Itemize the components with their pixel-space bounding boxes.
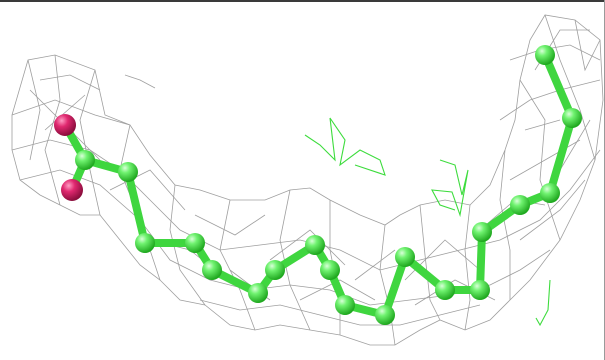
carbon-atom[interactable] bbox=[135, 233, 155, 253]
mesh-stray bbox=[124, 74, 156, 89]
bond bbox=[541, 51, 576, 122]
mesh-outline bbox=[11, 14, 604, 346]
carbon-atom[interactable] bbox=[510, 195, 530, 215]
carbon-atom[interactable] bbox=[320, 260, 340, 280]
bond-layer bbox=[61, 51, 576, 319]
atom-layer bbox=[54, 45, 582, 325]
carbon-atom[interactable] bbox=[470, 280, 490, 300]
carbon-atom[interactable] bbox=[562, 108, 582, 128]
carbon-atom[interactable] bbox=[375, 305, 395, 325]
carbon-atom[interactable] bbox=[395, 247, 415, 267]
density-mesh bbox=[11, 14, 604, 346]
carbon-atom[interactable] bbox=[75, 150, 95, 170]
mesh-grid-b bbox=[11, 44, 601, 326]
stray-fragment-2 bbox=[431, 159, 469, 218]
stray-fragment-3 bbox=[535, 279, 551, 327]
top-border bbox=[0, 0, 605, 2]
bond bbox=[124, 168, 149, 247]
carbon-atom[interactable] bbox=[202, 260, 222, 280]
carbon-atom[interactable] bbox=[185, 233, 205, 253]
carbon-atom[interactable] bbox=[535, 45, 555, 65]
bond bbox=[546, 114, 576, 197]
stray-fragment-1 bbox=[304, 117, 386, 176]
carbon-atom[interactable] bbox=[305, 235, 325, 255]
oxygen-atom[interactable] bbox=[54, 114, 76, 136]
carbon-atom[interactable] bbox=[335, 295, 355, 315]
carbon-atom[interactable] bbox=[435, 280, 455, 300]
oxygen-atom[interactable] bbox=[61, 179, 83, 201]
carbon-atom[interactable] bbox=[118, 162, 138, 182]
stray-density bbox=[304, 117, 551, 327]
carbon-atom[interactable] bbox=[540, 183, 560, 203]
bond bbox=[381, 253, 409, 319]
carbon-atom[interactable] bbox=[265, 260, 285, 280]
carbon-atom[interactable] bbox=[248, 283, 268, 303]
carbon-atom[interactable] bbox=[472, 222, 492, 242]
